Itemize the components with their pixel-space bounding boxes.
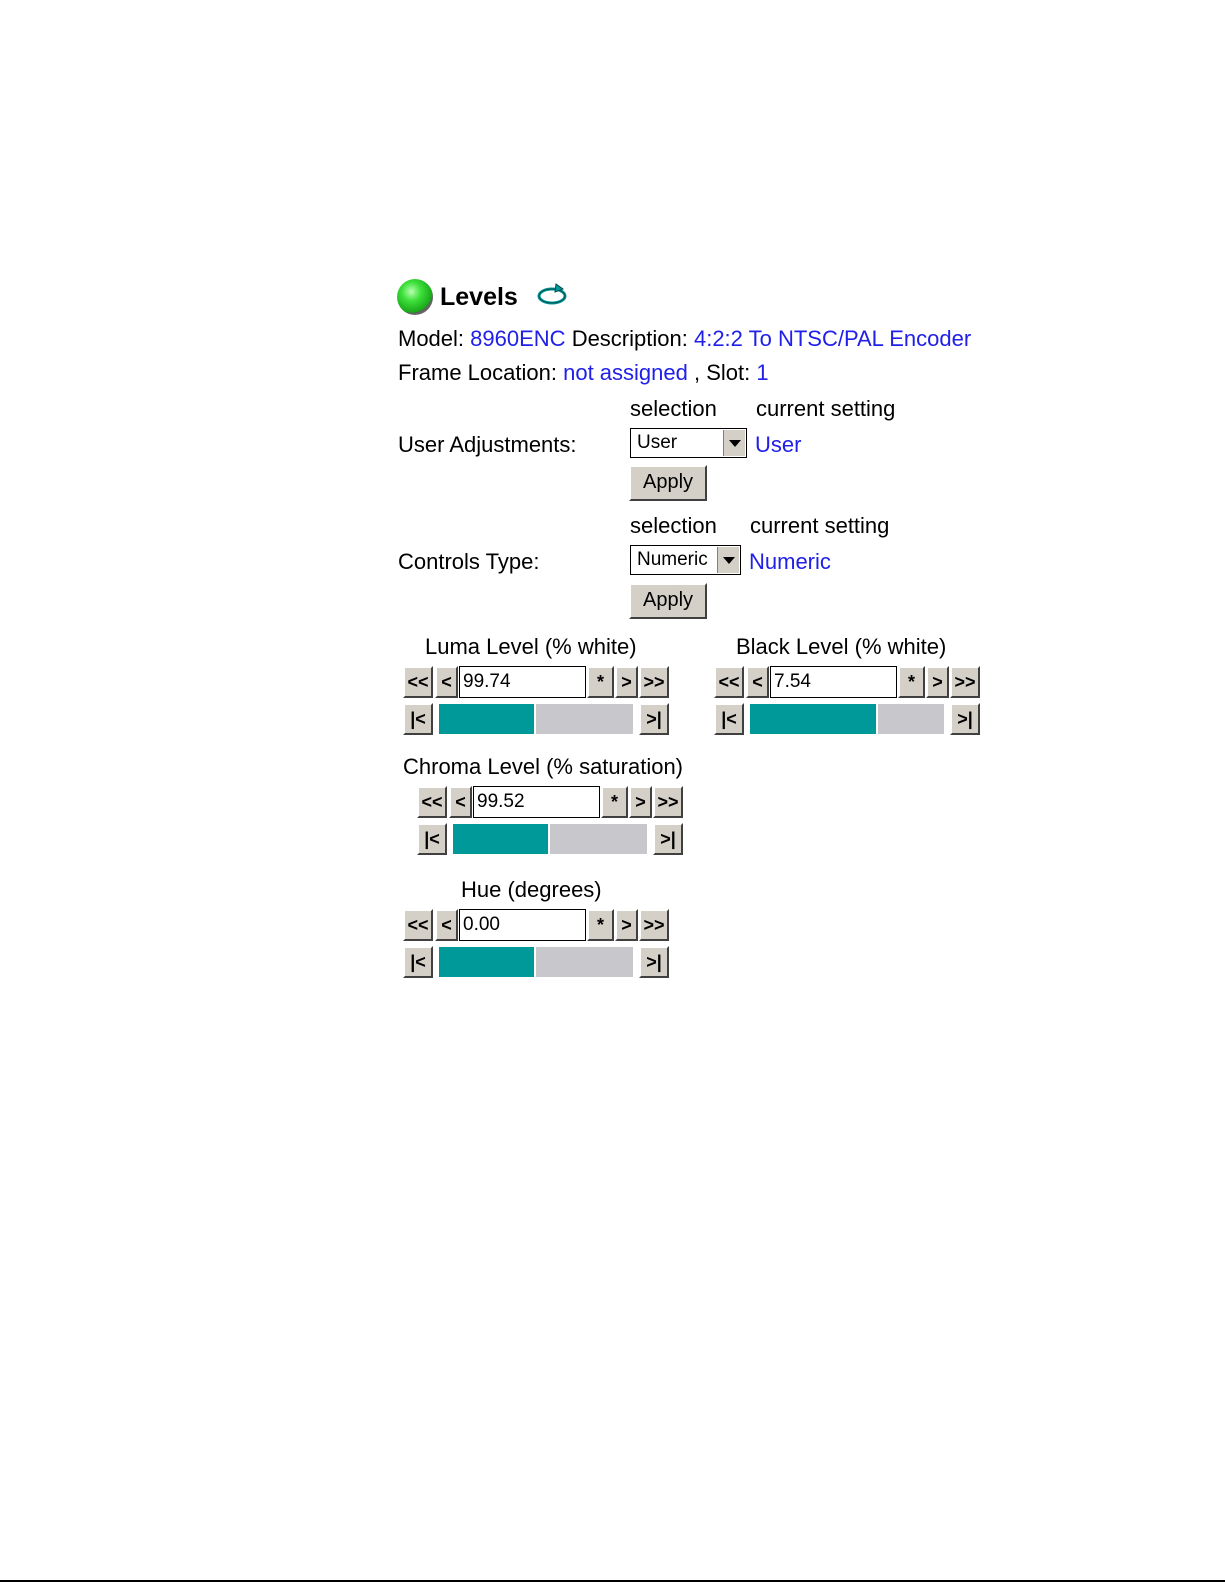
ct-current-header: current setting: [750, 513, 890, 538]
chroma-slider-track[interactable]: [550, 824, 647, 854]
user-adjustments-select[interactable]: User: [630, 428, 747, 458]
slot-value[interactable]: 1: [756, 360, 769, 385]
hue-reset-button[interactable]: *: [587, 909, 614, 941]
luma-slider-fill[interactable]: [439, 704, 534, 734]
controls-type-current: Numeric: [749, 549, 831, 574]
black-min-button[interactable]: |<: [714, 703, 744, 735]
black-step-forward-button[interactable]: >: [926, 666, 949, 698]
controls-type-select[interactable]: Numeric: [630, 545, 741, 575]
black-slider-fill[interactable]: [750, 704, 876, 734]
chroma-reset-button[interactable]: *: [601, 786, 628, 818]
chroma-value-input[interactable]: 99.52: [473, 786, 600, 818]
hue-step-back-button[interactable]: <: [435, 909, 458, 941]
chroma-fast-back-button[interactable]: <<: [417, 786, 447, 818]
luma-fast-back-button[interactable]: <<: [403, 666, 433, 698]
chevron-down-icon[interactable]: [723, 430, 745, 456]
refresh-icon[interactable]: [536, 283, 568, 307]
hue-label: Hue (degrees): [461, 877, 602, 902]
user-adjustments-current: User: [755, 432, 802, 457]
hue-value-input[interactable]: 0.00: [459, 909, 586, 941]
black-slider-track[interactable]: [878, 704, 944, 734]
model-line: Model: 8960ENC Description: 4:2:2 To NTS…: [398, 326, 971, 352]
controls-type-selected: Numeric: [637, 549, 708, 570]
chroma-min-button[interactable]: |<: [417, 823, 447, 855]
controls-type-label: Controls Type:: [398, 549, 540, 574]
chroma-label: Chroma Level (% saturation): [403, 754, 684, 779]
ct-selection-header: selection: [630, 513, 717, 538]
frame-location-line: Frame Location: not assigned , Slot: 1: [398, 360, 769, 386]
luma-max-button[interactable]: >|: [639, 703, 669, 735]
black-value-input[interactable]: 7.54: [770, 666, 897, 698]
model-value[interactable]: 8960ENC: [470, 326, 566, 351]
hue-step-forward-button[interactable]: >: [615, 909, 638, 941]
frame-location-value[interactable]: not assigned: [563, 360, 688, 385]
user-adjustments-label: User Adjustments:: [398, 432, 577, 457]
controls-type-apply-button[interactable]: Apply: [629, 583, 707, 619]
luma-min-button[interactable]: |<: [403, 703, 433, 735]
chroma-slider-fill[interactable]: [453, 824, 548, 854]
frame-location-label: Frame Location:: [398, 360, 557, 385]
black-fast-back-button[interactable]: <<: [714, 666, 744, 698]
luma-fast-forward-button[interactable]: >>: [639, 666, 669, 698]
hue-slider-fill[interactable]: [439, 947, 534, 977]
black-fast-forward-button[interactable]: >>: [950, 666, 980, 698]
luma-slider-track[interactable]: [536, 704, 633, 734]
page-title: Levels: [440, 283, 518, 311]
black-reset-button[interactable]: *: [898, 666, 925, 698]
page-bottom-rule: [0, 1580, 1225, 1582]
user-adjustments-apply-button[interactable]: Apply: [629, 465, 707, 501]
luma-value-input[interactable]: 99.74: [459, 666, 586, 698]
hue-max-button[interactable]: >|: [639, 946, 669, 978]
description-value[interactable]: 4:2:2 To NTSC/PAL Encoder: [693, 326, 972, 351]
luma-label: Luma Level (% white): [425, 634, 637, 659]
black-label: Black Level (% white): [736, 634, 947, 659]
slot-label: , Slot:: [693, 360, 751, 385]
ua-selection-header: selection: [630, 396, 717, 421]
hue-min-button[interactable]: |<: [403, 946, 433, 978]
hue-slider-track[interactable]: [536, 947, 633, 977]
black-max-button[interactable]: >|: [950, 703, 980, 735]
hue-fast-back-button[interactable]: <<: [403, 909, 433, 941]
ua-current-header: current setting: [756, 396, 896, 421]
chroma-step-back-button[interactable]: <: [449, 786, 472, 818]
hue-fast-forward-button[interactable]: >>: [639, 909, 669, 941]
model-label: Model:: [398, 326, 465, 351]
description-label: Description:: [571, 326, 688, 351]
luma-reset-button[interactable]: *: [587, 666, 614, 698]
luma-step-forward-button[interactable]: >: [615, 666, 638, 698]
user-adjustments-selected: User: [637, 432, 678, 453]
chroma-max-button[interactable]: >|: [653, 823, 683, 855]
luma-step-back-button[interactable]: <: [435, 666, 458, 698]
green-status-led-icon: [397, 279, 433, 315]
chroma-step-forward-button[interactable]: >: [629, 786, 652, 818]
chevron-down-icon[interactable]: [717, 547, 739, 573]
chroma-fast-forward-button[interactable]: >>: [653, 786, 683, 818]
black-step-back-button[interactable]: <: [746, 666, 769, 698]
